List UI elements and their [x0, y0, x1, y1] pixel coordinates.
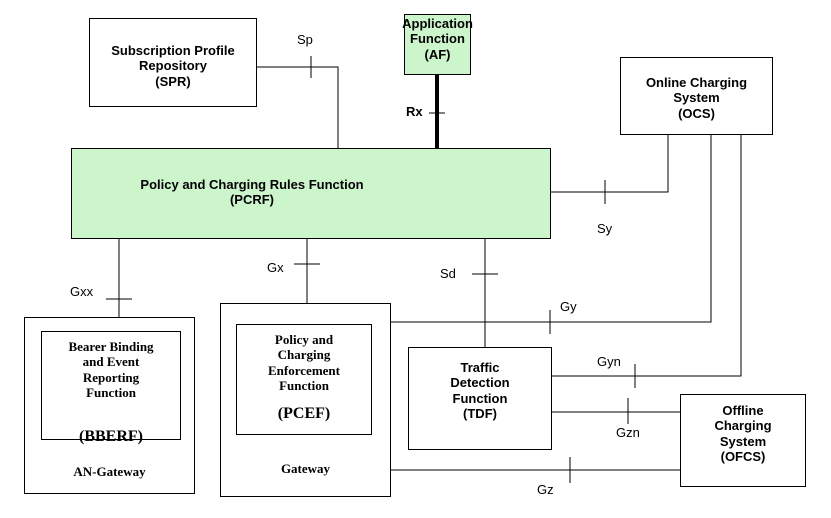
rx-interface-label: Rx: [406, 104, 423, 119]
af-label: Application Function (AF): [402, 16, 473, 62]
bberf-label: Bearer Binding and Event Reporting Funct…: [68, 339, 154, 400]
gateway-label: Gateway: [280, 461, 331, 476]
pcef-abbr-label: (PCEF): [277, 405, 331, 422]
tdf-label: Traffic Detection Function (TDF): [450, 360, 510, 421]
bberf-box: Bearer Binding and Event Reporting Funct…: [41, 331, 181, 440]
spr-label: Subscription Profile Repository (SPR): [111, 43, 235, 89]
pcef-box: Policy and Charging Enforcement Function…: [236, 324, 372, 435]
pcef-label: Policy and Charging Enforcement Function: [268, 332, 340, 393]
af-box: Application Function (AF): [402, 14, 473, 75]
sd-interface-label: Sd: [440, 266, 456, 281]
sy-interface-label: Sy: [597, 221, 613, 236]
tdf-box: Traffic Detection Function (TDF): [408, 347, 552, 450]
gzn-interface-label: Gzn: [616, 425, 640, 440]
gyn-interface-label: Gyn: [597, 354, 621, 369]
pcrf-box: Policy and Charging Rules Function (PCRF…: [71, 148, 551, 239]
ocs-label: Online Charging System (OCS): [645, 75, 748, 121]
gyn-link: [551, 134, 742, 377]
pcrf-label: Policy and Charging Rules Function (PCRF…: [140, 177, 364, 208]
an-gateway-box: Bearer Binding and Event Reporting Funct…: [24, 317, 195, 494]
ocs-box: Online Charging System (OCS): [620, 57, 773, 135]
an-gateway-label: AN-Gateway: [73, 464, 146, 479]
gz-interface-label: Gz: [537, 482, 554, 497]
bberf-abbr-label: (BBERF): [79, 428, 143, 445]
gx-interface-label: Gx: [267, 260, 284, 275]
gxx-interface-label: Gxx: [70, 284, 94, 299]
sp-interface-label: Sp: [297, 32, 313, 47]
gateway-box: Policy and Charging Enforcement Function…: [220, 303, 391, 497]
spr-box: Subscription Profile Repository (SPR): [89, 18, 257, 107]
gy-link: [390, 134, 712, 323]
ofcs-box: Offline Charging System (OFCS): [680, 394, 806, 487]
ofcs-label: Offline Charging System (OFCS): [714, 403, 772, 464]
sp-link: [256, 66, 339, 148]
sy-link: [550, 134, 669, 193]
gy-interface-label: Gy: [560, 299, 577, 314]
